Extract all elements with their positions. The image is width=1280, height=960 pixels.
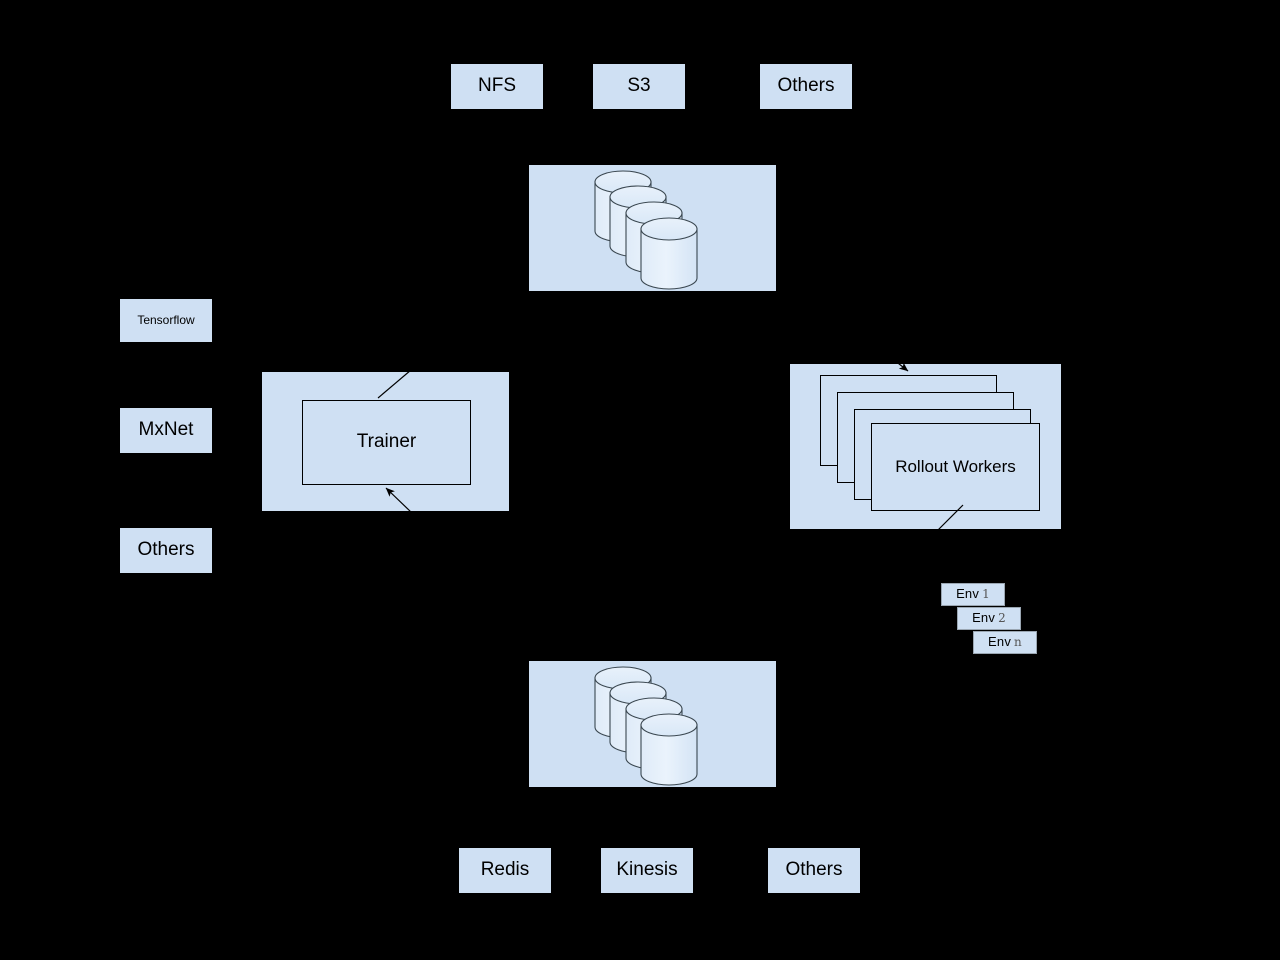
- framework-box-mxnet-label: MxNet: [138, 419, 194, 441]
- env-box-1-index: 1: [982, 586, 990, 601]
- rollout-workers-label: Rollout Workers: [895, 456, 1016, 476]
- storage-box-others-top-label: Others: [777, 75, 835, 97]
- storage-box-others-bottom-label: Others: [785, 859, 843, 881]
- storage-box-s3[interactable]: S3: [593, 64, 685, 109]
- env-box-n-index: n: [1014, 634, 1022, 649]
- storage-box-kinesis-label: Kinesis: [616, 859, 678, 881]
- framework-box-tensorflow[interactable]: Tensorflow: [120, 299, 212, 342]
- env-box-2-index: 2: [998, 610, 1006, 625]
- env-box-n-label: Env: [988, 634, 1012, 650]
- framework-box-others[interactable]: Others: [120, 528, 212, 573]
- storage-box-redis[interactable]: Redis: [459, 848, 551, 893]
- storage-box-others-top[interactable]: Others: [760, 64, 852, 109]
- env-box-1-label: Env: [956, 586, 980, 602]
- storage-box-redis-label: Redis: [480, 859, 530, 881]
- storage-box-nfs[interactable]: NFS: [451, 64, 543, 109]
- framework-box-tensorflow-label: Tensorflow: [137, 312, 195, 327]
- storage-box-others-bottom[interactable]: Others: [768, 848, 860, 893]
- trainer-box[interactable]: Trainer: [302, 400, 471, 485]
- framework-box-mxnet[interactable]: MxNet: [120, 408, 212, 453]
- datastore-panel-top: [529, 165, 776, 291]
- env-box-2-label: Env: [972, 610, 996, 626]
- storage-box-kinesis[interactable]: Kinesis: [601, 848, 693, 893]
- rollout-workers-box[interactable]: Rollout Workers: [871, 423, 1040, 511]
- datastore-panel-bottom: [529, 661, 776, 787]
- trainer-label: Trainer: [356, 431, 417, 453]
- storage-box-nfs-label: NFS: [478, 75, 516, 97]
- storage-box-s3-label: S3: [627, 75, 651, 97]
- framework-box-others-label: Others: [137, 539, 195, 561]
